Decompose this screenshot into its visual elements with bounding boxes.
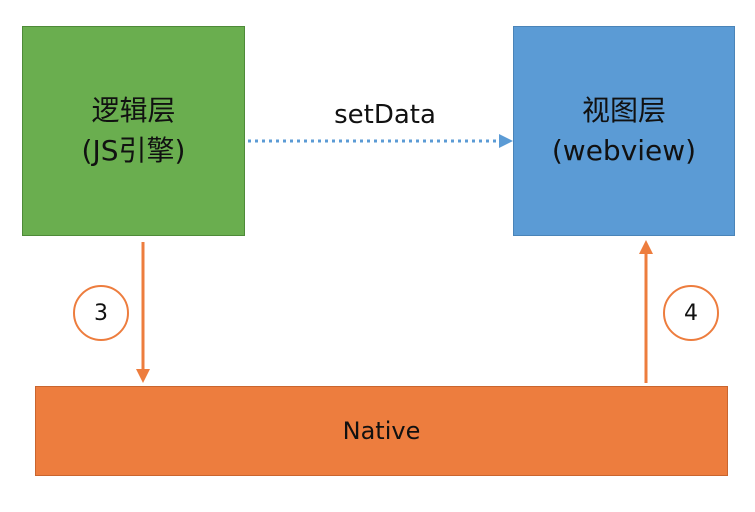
view-layer-box: 视图层 (webview) — [513, 26, 735, 236]
native-label: Native — [342, 417, 421, 445]
step-badge-4: 4 — [663, 285, 719, 341]
logic-layer-title: 逻辑层 — [91, 94, 176, 127]
down-arrow-head — [136, 369, 150, 383]
step-number-3: 3 — [94, 300, 108, 326]
step-number-4: 4 — [684, 300, 698, 326]
setdata-label: setData — [334, 100, 436, 130]
native-box: Native — [35, 386, 728, 476]
step-badge-3: 3 — [73, 285, 129, 341]
logic-layer-box: 逻辑层 (JS引擎) — [22, 26, 245, 236]
up-arrow-head — [639, 240, 653, 254]
logic-layer-subtitle: (JS引擎) — [81, 134, 186, 167]
view-layer-title: 视图层 — [581, 94, 666, 127]
setdata-arrow-head — [499, 134, 513, 148]
view-layer-subtitle: (webview) — [551, 134, 697, 167]
